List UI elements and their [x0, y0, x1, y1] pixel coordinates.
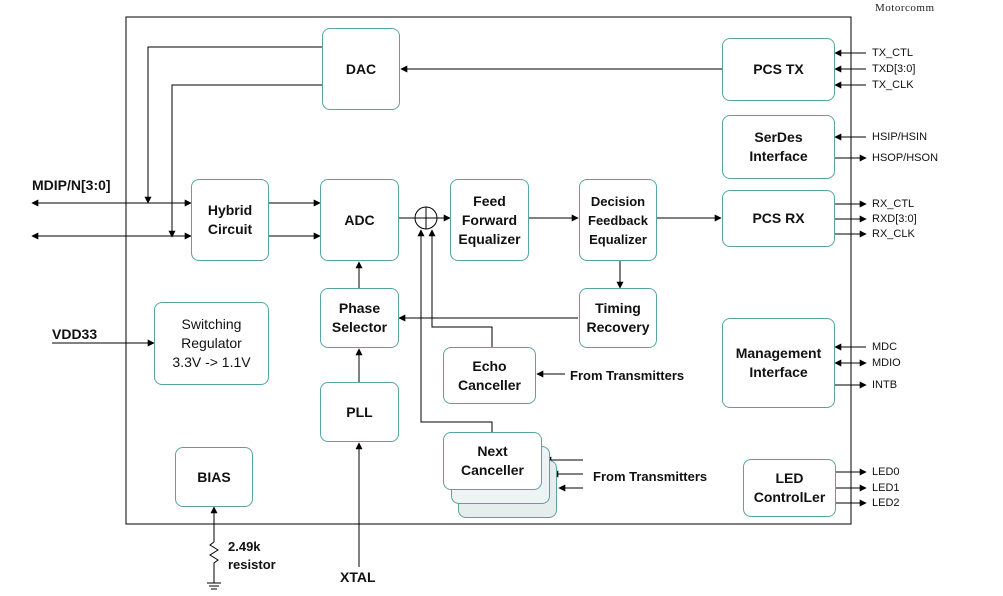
- led1-label: LED1: [872, 482, 900, 494]
- dac-block: DAC: [322, 28, 400, 110]
- switching-regulator-block: Switching Regulator 3.3V -> 1.1V: [154, 302, 269, 385]
- pcs-tx-block: PCS TX: [722, 38, 835, 101]
- mdio-label: MDIO: [872, 357, 901, 369]
- intb-label: INTB: [872, 379, 898, 391]
- mdip-label: MDIP/N[3:0]: [32, 177, 111, 193]
- from-transmitters-echo-label: From Transmitters: [570, 368, 685, 383]
- tx-clk-label: TX_CLK: [872, 79, 914, 91]
- adc-block: ADC: [320, 179, 399, 261]
- pcs-rx-block: PCS RX: [722, 190, 835, 247]
- hsop-label: HSOP/HSON: [872, 152, 939, 164]
- timing-recovery-block: Timing Recovery: [579, 288, 657, 348]
- next-canceller-block: Next Canceller: [443, 432, 542, 490]
- serdes-interface-block: SerDes Interface: [722, 115, 835, 179]
- rx-clk-label: RX_CLK: [872, 228, 915, 240]
- dac-feed-2: [168, 84, 322, 238]
- echo-canceller-block: Echo Canceller: [443, 347, 536, 404]
- rxd-label: RXD[3:0]: [872, 213, 917, 225]
- pll-block: PLL: [320, 382, 399, 442]
- from-transmitters-next-label: From Transmitters: [593, 469, 708, 484]
- mdc-label: MDC: [872, 341, 898, 353]
- led0-label: LED0: [872, 466, 900, 478]
- brand-watermark: Motorcomm: [875, 2, 935, 14]
- dac-feed-1: [144, 46, 322, 204]
- tx-ctl-label: TX_CTL: [872, 47, 913, 59]
- xtal-label: XTAL: [340, 569, 376, 585]
- hsip-label: HSIP/HSIN: [872, 131, 928, 143]
- bias-block: BIAS: [175, 447, 253, 507]
- rx-ctl-label: RX_CTL: [872, 198, 915, 210]
- echo-to-summer: [428, 229, 493, 347]
- management-interface-block: Management Interface: [722, 318, 835, 408]
- hybrid-circuit-block: Hybrid Circuit: [191, 179, 269, 261]
- chip-outline: [125, 16, 852, 525]
- led-controller-block: LED ControlLer: [743, 459, 836, 517]
- feed-forward-equalizer-block: Feed Forward Equalizer: [450, 179, 529, 261]
- phase-selector-block: Phase Selector: [320, 288, 399, 348]
- resistor-symbol: [209, 541, 219, 583]
- vdd33-label: VDD33: [52, 326, 98, 342]
- led2-label: LED2: [872, 497, 900, 509]
- resistor-label: 2.49k resistor: [228, 539, 276, 572]
- next-to-summer: [417, 229, 493, 432]
- decision-feedback-equalizer-block: Decision Feedback Equalizer: [579, 179, 657, 261]
- txd-label: TXD[3:0]: [872, 63, 916, 75]
